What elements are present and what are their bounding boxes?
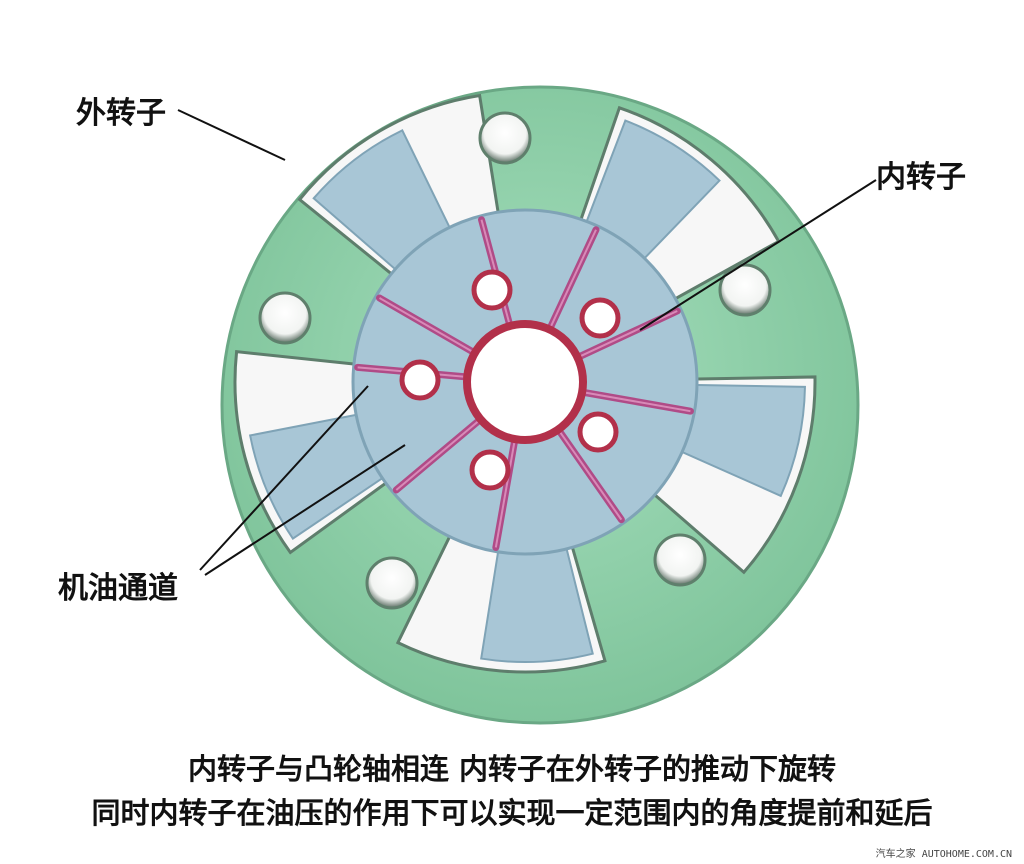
bolt-hole	[718, 263, 772, 317]
bolt-hole	[365, 556, 419, 610]
oil-channel-leader-2	[204, 444, 406, 576]
inner-rotor-hole	[471, 269, 513, 311]
watermark: 汽车之家 AUTOHOME.COM.CN	[875, 849, 1012, 860]
oil-channel-highlight	[585, 391, 691, 413]
oil-channel-highlight	[559, 432, 623, 521]
bolt-hole	[653, 533, 707, 587]
rotor-vane	[480, 541, 594, 663]
outer-rotor-label: 外转子	[76, 96, 166, 131]
oil-channel-highlight	[379, 297, 472, 352]
rotor-vane	[582, 119, 721, 265]
rotor-vane	[248, 412, 390, 540]
caption-line-1: 内转子与凸轮轴相连 内转子在外转子的推动下旋转	[187, 752, 837, 786]
outer-rotor-leader	[177, 109, 286, 161]
inner-rotor-hole	[579, 297, 621, 339]
inner-rotor-label: 内转子	[876, 160, 966, 195]
oil-channel-highlight	[494, 442, 516, 548]
rotor-vane	[312, 129, 454, 276]
inner-rotor-hole	[577, 411, 619, 453]
inner-rotor-leader	[639, 179, 877, 331]
bolt-hole	[478, 111, 532, 165]
center-bore	[463, 320, 587, 444]
oil-channel-label: 机油通道	[58, 571, 178, 606]
rotor-vane	[674, 383, 806, 498]
inner-rotor-hole	[469, 449, 511, 491]
oil-channel-leader-1	[199, 385, 369, 571]
caption-line-2: 同时内转子在油压的作用下可以实现一定范围内的角度提前和延后	[91, 796, 933, 830]
oil-channel-highlight	[550, 229, 597, 327]
inner-rotor-hole	[399, 359, 441, 401]
oil-channel-highlight	[580, 310, 678, 357]
oil-channel-highlight	[395, 421, 479, 491]
bolt-hole	[258, 291, 312, 345]
